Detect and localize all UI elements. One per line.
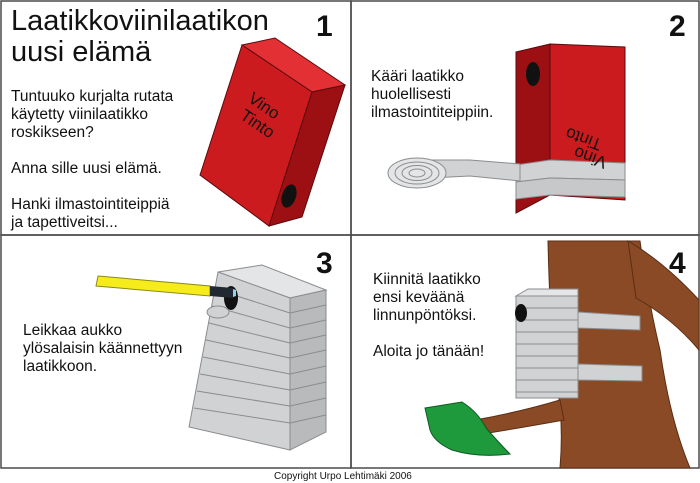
box3-tape-stripes — [193, 288, 327, 424]
panel-4-line: Aloita jo tänään! — [373, 343, 485, 360]
panel-4-line: ensi keväänä — [373, 289, 465, 306]
wine-box-hole — [281, 184, 297, 208]
panel-3-line: Leikkaa aukko — [23, 322, 123, 339]
panel-2-line: huolellisesti — [371, 86, 452, 103]
strap-upper — [577, 311, 641, 331]
birdhouse-tape-stripes — [516, 307, 578, 393]
knife-holder — [210, 286, 233, 298]
panel-4-line — [373, 325, 484, 343]
page-title: Laatikkoviinilaatikon uusi elämä — [11, 6, 269, 68]
panel-1-line — [11, 142, 173, 160]
utility-knife-icon — [95, 275, 236, 298]
wrapped-wine-box-illustration — [387, 43, 626, 214]
birdhouse-hole — [515, 304, 527, 322]
panel-3-number: 3 — [316, 247, 333, 280]
box2-hole — [526, 62, 540, 86]
panel-2-text: Kääri laatikko huolellisesti ilmastointi… — [371, 68, 493, 122]
copyright-notice: Copyright Urpo Lehtimäki 2006 — [274, 471, 412, 482]
panel-1-line: Hanki ilmastointiteippiä — [11, 196, 170, 213]
tape-roll — [387, 157, 447, 189]
page-title-line2: uusi elämä — [11, 36, 152, 68]
panel-4-line: linnunpöntöksi. — [373, 307, 477, 324]
taped-box-illustration — [188, 264, 328, 451]
panel-4-text: Kiinnitä laatikko ensi keväänä linnunpön… — [373, 271, 484, 361]
birdhouse-front — [515, 295, 579, 399]
panel-2-line: Kääri laatikko — [371, 68, 465, 85]
knife-blade — [233, 289, 236, 297]
birdhouse-top — [514, 288, 579, 297]
page-title-line1: Laatikkoviinilaatikon — [11, 5, 269, 37]
panel-4-number: 4 — [669, 247, 686, 280]
tape-band-bottom — [515, 177, 626, 200]
panel-1-line: Anna sille uusi elämä. — [11, 160, 162, 177]
cut-flap — [206, 305, 230, 319]
panel-1-line: Tuntuuko kurjalta rutata — [11, 88, 174, 105]
panel-2-line: ilmastointiteippiin. — [371, 104, 494, 121]
tree-illustration — [424, 240, 700, 469]
panel-2-number: 2 — [669, 10, 686, 43]
panel-4-frame — [350, 234, 700, 469]
leaf-icon — [424, 401, 512, 456]
birdhouse-illustration — [514, 288, 643, 399]
panel-1-text: Tuntuuko kurjalta rutata käytetty viinil… — [11, 88, 173, 232]
panel-4-line: Kiinnitä laatikko — [373, 271, 481, 288]
tree-branch-upper — [627, 240, 700, 352]
panel-1-line — [11, 178, 173, 196]
wine-box-illustration — [199, 37, 347, 227]
strap-lower — [577, 363, 643, 382]
panel-3-line: ylösalaisin käännettyyn — [23, 340, 183, 357]
panel-3-line: laatikkoon. — [23, 358, 98, 375]
panel-1-line: roskikseen? — [11, 124, 94, 141]
panel-1-line: ja tapettiveitsi... — [11, 214, 118, 231]
panel-1-number: 1 — [316, 10, 333, 43]
panel-1-line: käytetty viinilaatikko — [11, 106, 148, 123]
panel-3-text: Leikkaa aukko ylösalaisin käännettyyn la… — [23, 322, 182, 376]
